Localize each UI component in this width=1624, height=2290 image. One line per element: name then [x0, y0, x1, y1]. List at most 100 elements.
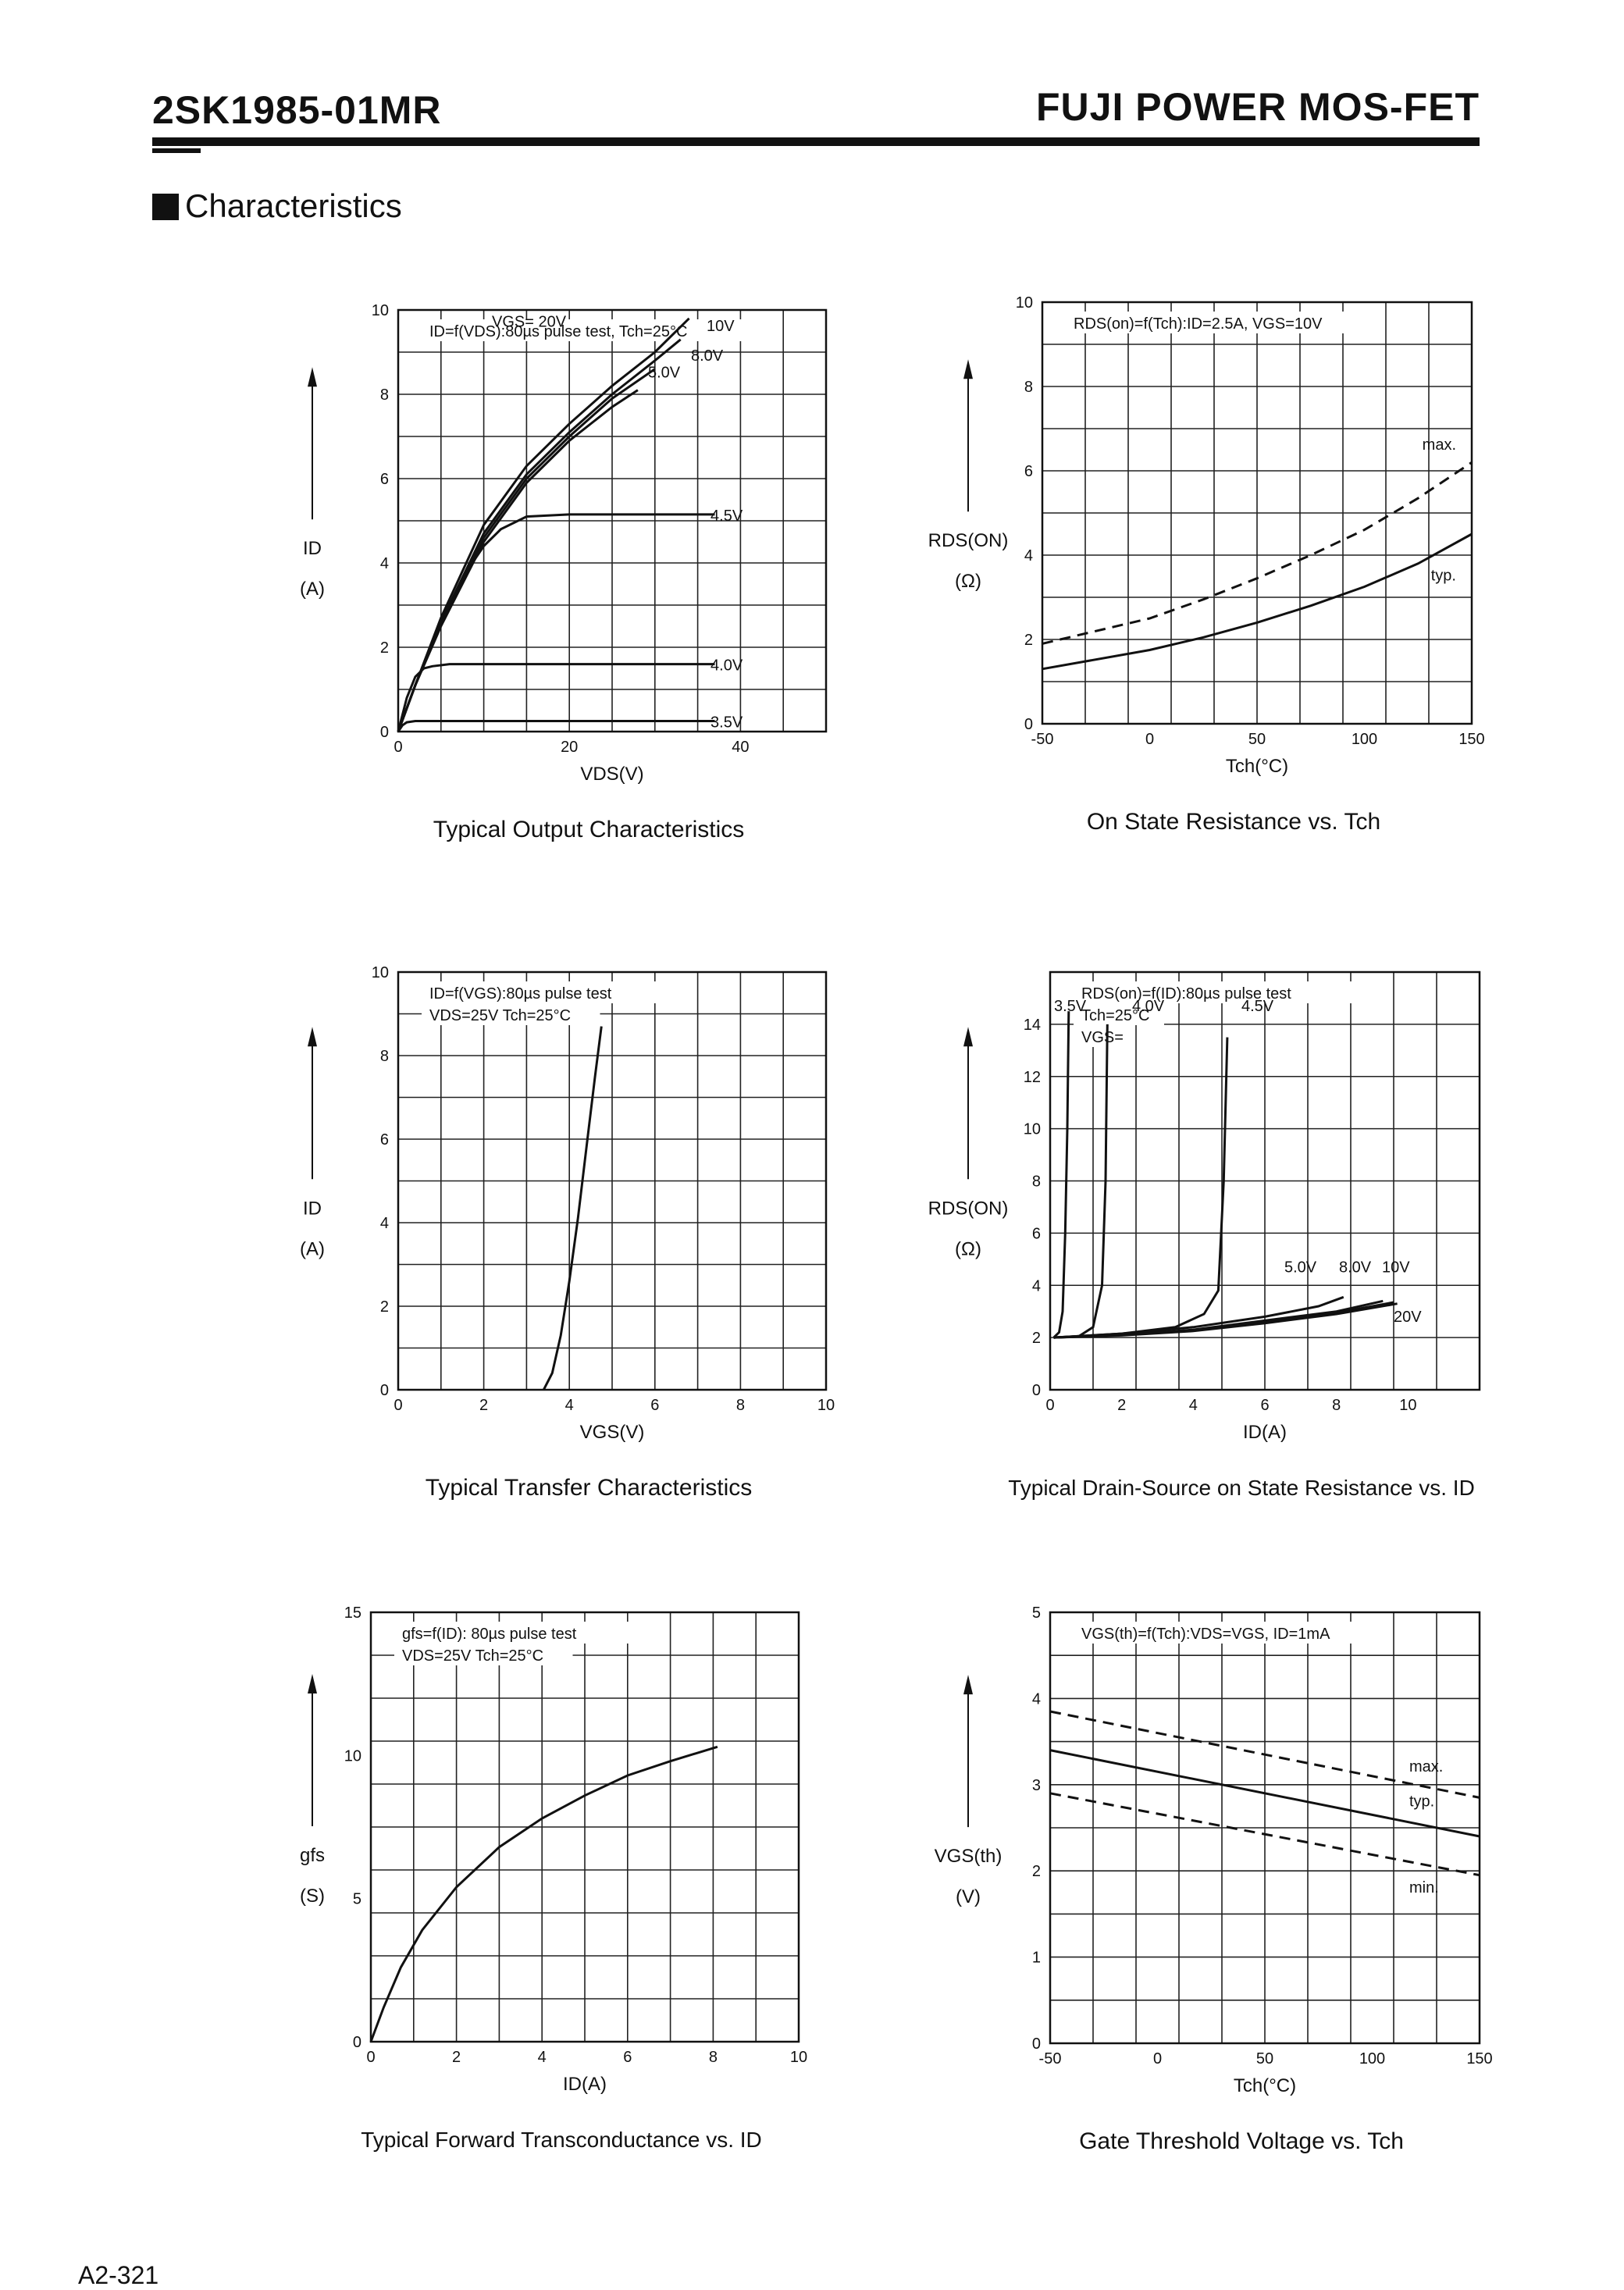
- series-label: 3.5V: [710, 714, 743, 732]
- y-tick-label: 8: [1032, 1173, 1041, 1191]
- series-label: 8.0V: [1339, 1259, 1372, 1277]
- x-tick-label: 10: [817, 1397, 835, 1414]
- y-tick-label: 4: [380, 555, 389, 572]
- y-axis-arrow-head: [308, 367, 317, 387]
- y-tick-label: 2: [1032, 1863, 1041, 1880]
- annotation-text: RDS(on)=f(Tch):ID=2.5A, VGS=10V: [1074, 315, 1323, 333]
- x-tick-label: 6: [650, 1397, 659, 1414]
- series-label: 4.5V: [710, 508, 743, 525]
- y-axis-arrow-head: [963, 1027, 973, 1047]
- annotation-background: [394, 1622, 661, 1644]
- y-tick-label: 6: [380, 1131, 389, 1149]
- series-label: 10V: [707, 318, 735, 335]
- x-tick-label: 6: [1260, 1397, 1269, 1414]
- x-axis-label: ID(A): [563, 2074, 607, 2095]
- header-brand: FUJI POWER MOS-FET: [1036, 85, 1480, 129]
- x-tick-label: -50: [1031, 731, 1054, 748]
- y-axis-arrow-head: [963, 1675, 973, 1695]
- y-axis-label: ID: [303, 538, 322, 559]
- annotation-background: [422, 1003, 600, 1025]
- annotation-text: ID=f(VGS):80µs pulse test: [429, 985, 612, 1003]
- y-tick-label: 6: [380, 471, 389, 488]
- series-line: [397, 720, 715, 732]
- y-tick-label: 0: [380, 1382, 389, 1399]
- series-line: [1049, 1792, 1480, 1877]
- x-tick-label: 2: [452, 2049, 461, 2066]
- y-tick-label: 2: [380, 639, 389, 657]
- annotation-background: [1074, 1622, 1379, 1644]
- x-tick-label: 8: [1332, 1397, 1341, 1414]
- footer-page-code: A2-321: [78, 2261, 159, 2289]
- series-line: [397, 513, 715, 732]
- annotation-text: RDS(on)=f(ID):80µs pulse test: [1081, 985, 1291, 1003]
- y-axis-label: gfs: [300, 1845, 325, 1866]
- y-tick-label: 0: [353, 2034, 361, 2051]
- x-tick-label: 0: [394, 739, 402, 756]
- x-tick-label: 40: [732, 739, 749, 756]
- annotation-background: [422, 981, 678, 1003]
- y-axis-unit: (A): [300, 1238, 325, 1259]
- series-label: 10V: [1382, 1259, 1410, 1277]
- y-axis-label: RDS(ON): [928, 1198, 1009, 1219]
- series-line: [397, 663, 715, 732]
- y-axis-unit: (S): [300, 1886, 325, 1907]
- series-label: 3.5V: [1054, 998, 1087, 1015]
- series-line: [1053, 1301, 1394, 1339]
- y-tick-label: 2: [1024, 632, 1033, 649]
- x-tick-label: 2: [479, 1397, 488, 1414]
- section-title-text: Characteristics: [185, 187, 402, 224]
- series-line: [1052, 1011, 1070, 1339]
- series-line: [397, 317, 690, 732]
- chart-title: Typical Drain-Source on State Resistance…: [1008, 1476, 1475, 1500]
- header-part-number: 2SK1985-01MR: [152, 88, 442, 132]
- y-tick-label: 10: [372, 964, 389, 981]
- x-tick-label: 0: [394, 1397, 402, 1414]
- y-tick-label: 8: [1024, 379, 1033, 396]
- chart-title: Typical Transfer Characteristics: [426, 1475, 752, 1501]
- y-tick-label: 10: [372, 302, 389, 319]
- series-label: max.: [1409, 1758, 1443, 1775]
- x-tick-label: 0: [1153, 2050, 1162, 2067]
- y-tick-label: 4: [1024, 547, 1033, 564]
- plot-frame: [369, 1611, 800, 2043]
- y-axis-arrow-head: [963, 359, 973, 379]
- x-tick-label: 0: [366, 2049, 375, 2066]
- series-label: 5.0V: [648, 364, 681, 381]
- y-axis-unit: (V): [956, 1886, 981, 1907]
- x-tick-label: 4: [538, 2049, 547, 2066]
- y-tick-label: 4: [1032, 1690, 1041, 1708]
- y-axis-label: ID: [303, 1198, 322, 1219]
- y-tick-label: 0: [1024, 716, 1033, 733]
- y-tick-label: 15: [344, 1604, 361, 1622]
- x-tick-label: 100: [1359, 2050, 1385, 2067]
- x-tick-label: 4: [1189, 1397, 1198, 1414]
- y-axis-arrow-head: [308, 1027, 317, 1047]
- x-axis-label: Tch(°C): [1226, 756, 1288, 777]
- series-label: typ.: [1409, 1793, 1434, 1810]
- annotation-background: [1074, 1003, 1164, 1025]
- x-axis-label: ID(A): [1243, 1422, 1287, 1443]
- section-title: Characteristics: [152, 187, 402, 225]
- header-sub-rule: [152, 148, 201, 153]
- series-line: [1042, 461, 1473, 645]
- y-tick-label: 4: [1032, 1277, 1041, 1295]
- x-tick-label: 4: [565, 1397, 574, 1414]
- y-tick-label: 5: [353, 1891, 361, 1908]
- y-tick-label: 1: [1032, 1950, 1041, 1967]
- series-label: min.: [1409, 1879, 1439, 1896]
- annotation-background: [422, 319, 776, 341]
- series-line: [1053, 1299, 1384, 1339]
- series-label: 20V: [1394, 1309, 1422, 1326]
- y-axis-unit: (Ω): [955, 1238, 981, 1259]
- y-tick-label: 14: [1024, 1017, 1041, 1034]
- x-tick-label: -50: [1039, 2050, 1062, 2067]
- y-tick-label: 0: [1032, 1382, 1041, 1399]
- series-label: 5.0V: [1284, 1259, 1317, 1277]
- y-tick-label: 12: [1024, 1069, 1041, 1086]
- series-label: 8.0V: [691, 347, 724, 365]
- y-tick-label: 2: [380, 1298, 389, 1316]
- x-axis-label: VDS(V): [580, 764, 643, 785]
